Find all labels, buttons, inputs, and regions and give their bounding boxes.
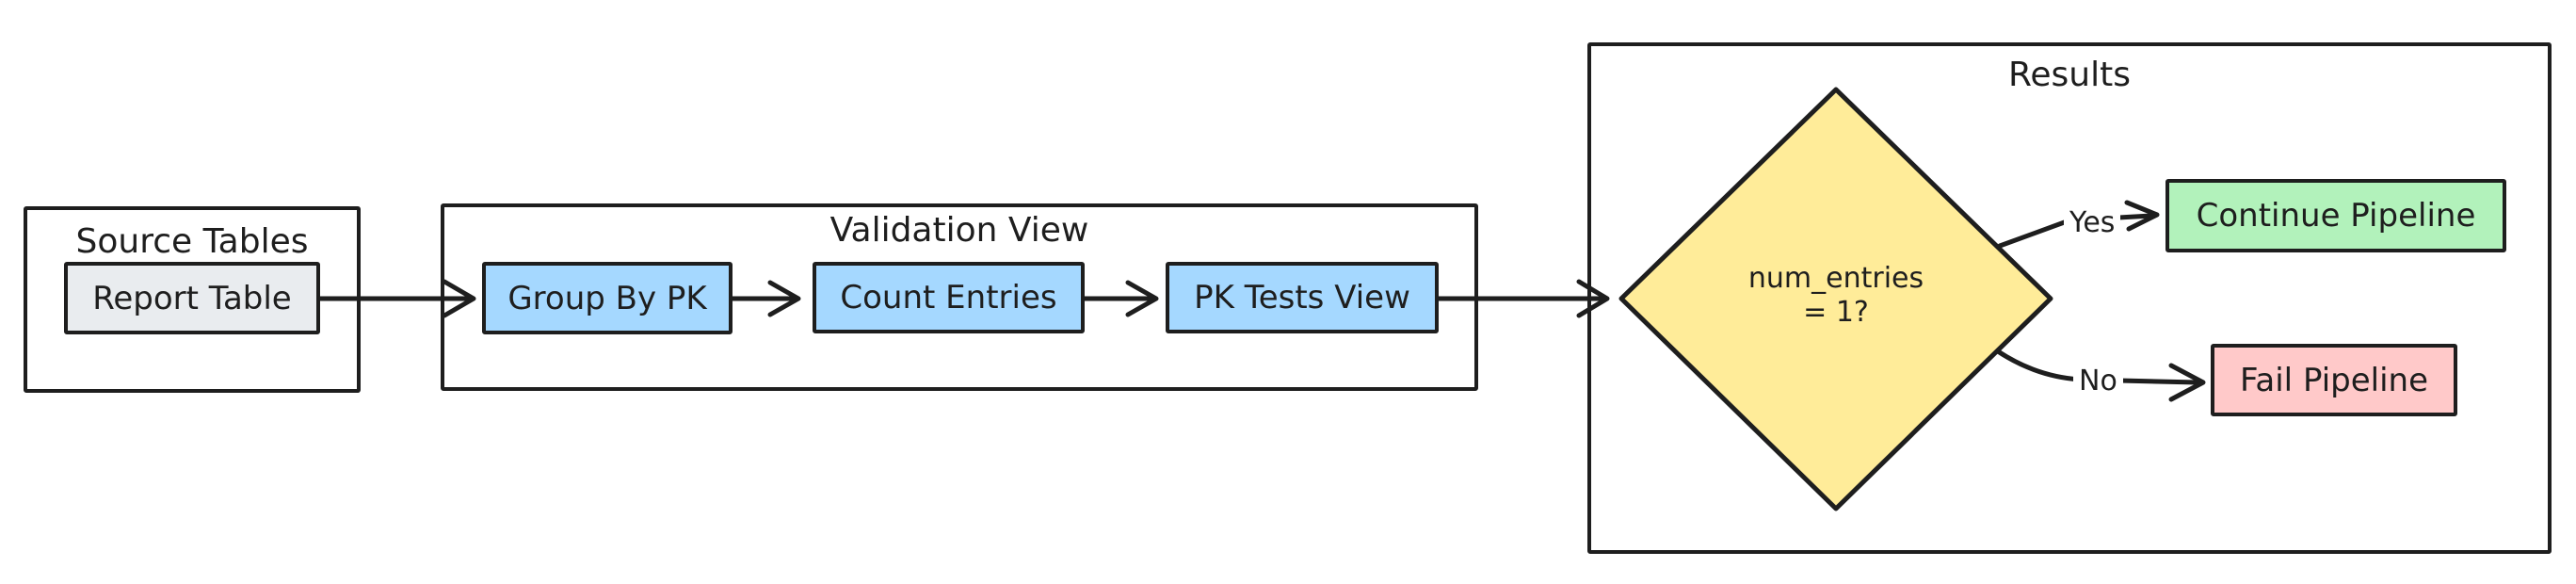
decision-label-line2: = 1? bbox=[1803, 296, 1869, 329]
arrow-count-to-pktests bbox=[1082, 280, 1159, 317]
decision-label-line1: num_entries bbox=[1747, 262, 1924, 295]
yes-edge-label: Yes bbox=[2064, 207, 2121, 239]
arrow-pktests-to-decision bbox=[1436, 279, 1610, 318]
source-tables-group: Source Tables bbox=[24, 206, 361, 393]
continue-pipeline-node: Continue Pipeline bbox=[2165, 179, 2506, 252]
source-tables-title: Source Tables bbox=[75, 222, 309, 261]
decision-diamond bbox=[1618, 87, 2053, 511]
validation-view-title: Validation View bbox=[829, 211, 1089, 250]
results-title: Results bbox=[2008, 56, 2131, 94]
report-table-label: Report Table bbox=[92, 279, 292, 317]
fail-pipeline-node: Fail Pipeline bbox=[2211, 344, 2457, 416]
arrow-groupby-to-count bbox=[730, 280, 801, 317]
arrow-source-to-groupby bbox=[317, 279, 476, 318]
report-table-node: Report Table bbox=[64, 262, 320, 334]
pk-tests-view-node: PK Tests View bbox=[1166, 262, 1439, 333]
continue-pipeline-label: Continue Pipeline bbox=[2196, 197, 2476, 235]
no-edge-label: No bbox=[2073, 365, 2123, 397]
count-entries-label: Count Entries bbox=[840, 279, 1057, 316]
decision-label: num_entries = 1? bbox=[1685, 262, 1987, 330]
fail-pipeline-label: Fail Pipeline bbox=[2239, 361, 2429, 399]
pk-tests-view-label: PK Tests View bbox=[1194, 279, 1410, 316]
group-by-pk-node: Group By PK bbox=[482, 262, 733, 334]
group-by-pk-label: Group By PK bbox=[507, 279, 707, 317]
count-entries-node: Count Entries bbox=[813, 262, 1085, 333]
